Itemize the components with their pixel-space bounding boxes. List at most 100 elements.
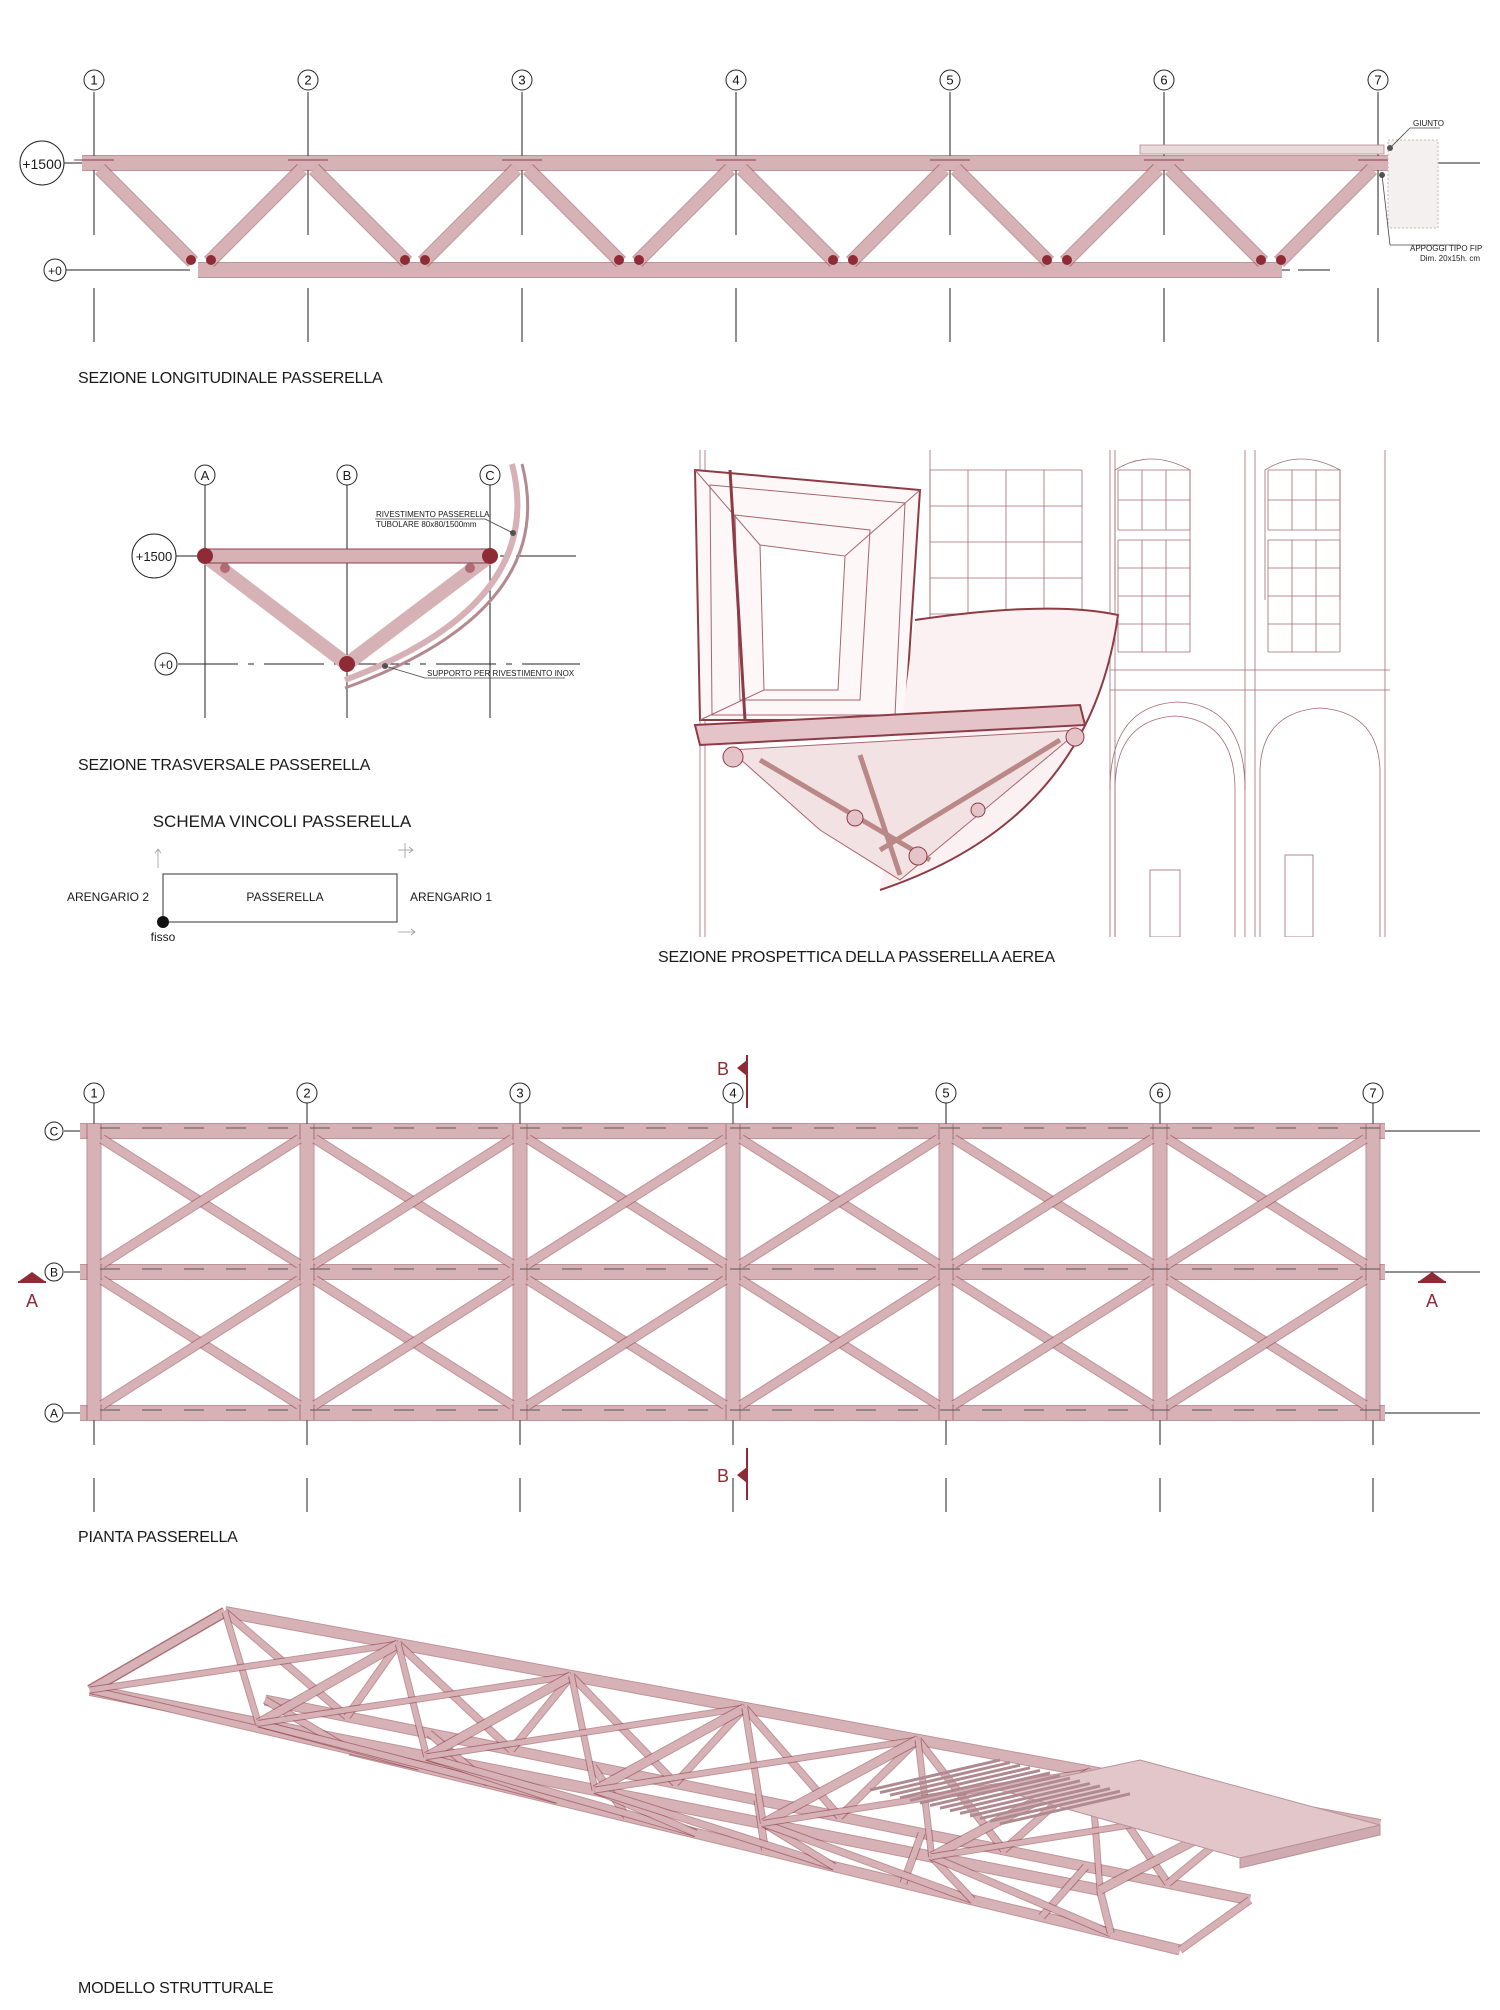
plan-brace bbox=[738, 1275, 941, 1410]
model-plan-brace bbox=[89, 1640, 399, 1694]
svg-text:A: A bbox=[26, 1291, 38, 1311]
model-plan-brace bbox=[257, 1672, 573, 1727]
model-plan-brace bbox=[594, 1736, 919, 1794]
plan-brace bbox=[1165, 1134, 1368, 1269]
long-joint bbox=[1042, 255, 1052, 265]
svg-text:+1500: +1500 bbox=[136, 549, 173, 564]
long-axis-bubble-3: 3 bbox=[511, 69, 533, 91]
level-marker-bottom: +0 bbox=[43, 258, 190, 282]
plan-axis-bubble-1: 1 bbox=[83, 1082, 105, 1104]
transverse-section: A B C +1500 +0 RIVESTIMENTO PASSERELLA T… bbox=[78, 463, 580, 774]
note-cladding-1: RIVESTIMENTO PASSERELLA bbox=[376, 510, 490, 519]
plan-brace bbox=[99, 1275, 302, 1410]
plan-axis-bubble-6: 6 bbox=[1149, 1082, 1171, 1104]
plan-axis-bubble-4-label: 4 bbox=[729, 1086, 736, 1101]
model-diagonal bbox=[761, 1819, 974, 1904]
long-joint bbox=[400, 255, 410, 265]
plan-axis-bubble-1-label: 1 bbox=[90, 1086, 97, 1101]
svg-text:+0: +0 bbox=[159, 658, 173, 672]
plan-row-bubble-A: A bbox=[44, 1403, 64, 1423]
long-joint bbox=[420, 255, 430, 265]
long-joint bbox=[614, 255, 624, 265]
model-cross-beam bbox=[255, 1639, 401, 1728]
deck-slats bbox=[869, 1758, 1131, 1826]
structural-model: MODELLO STRUTTURALE bbox=[78, 1606, 1382, 1997]
perspective-section bbox=[693, 450, 1390, 937]
long-axis-bubble-2-label: 2 bbox=[304, 73, 311, 88]
plan-row-bubble-C: C bbox=[44, 1121, 64, 1141]
transverse-axis-bubble-b: B bbox=[336, 464, 358, 486]
window-grid bbox=[1117, 539, 1191, 653]
constraint-left-label: ARENGARIO 2 bbox=[67, 890, 149, 904]
bridge-box bbox=[693, 468, 1120, 891]
deck-slat bbox=[959, 1781, 1091, 1815]
caption-plan: PIANTA PASSERELLA bbox=[78, 1529, 238, 1546]
plan-axis-bubble-5: 5 bbox=[935, 1082, 957, 1104]
deck-slat bbox=[949, 1779, 1081, 1813]
window-grid bbox=[1117, 469, 1191, 531]
long-joint bbox=[634, 255, 644, 265]
long-diagonal-11 bbox=[1165, 164, 1268, 267]
model-diagonal bbox=[930, 1852, 1113, 1938]
plan-brace bbox=[99, 1134, 302, 1269]
plan-row-bubble-B-label: B bbox=[50, 1265, 58, 1279]
note-cladding-2: TUBOLARE 80x80/1500mm bbox=[376, 520, 477, 529]
plan-row-bubble-C-label: C bbox=[50, 1124, 59, 1138]
deck-slat bbox=[879, 1761, 1011, 1795]
long-diagonal-1 bbox=[95, 164, 198, 267]
plan-brace bbox=[312, 1134, 515, 1269]
model-plan-brace bbox=[426, 1704, 746, 1761]
transverse-level-bottom: +0 bbox=[154, 652, 178, 676]
deck-slat bbox=[919, 1771, 1051, 1805]
long-axis-bubble-7-label: 7 bbox=[1374, 73, 1381, 88]
plan-axis-bubble-6-label: 6 bbox=[1156, 1086, 1163, 1101]
model-bottom-cross bbox=[1177, 1896, 1253, 1954]
long-axis-bubble-7: 7 bbox=[1367, 69, 1389, 91]
longitudinal-truss-members bbox=[74, 155, 1398, 278]
level-marker-top: +1500 bbox=[19, 140, 82, 186]
long-joint bbox=[1256, 255, 1266, 265]
long-axis-bubble-4-label: 4 bbox=[732, 73, 739, 88]
plan-axis-bubble-7-label: 7 bbox=[1369, 1086, 1376, 1101]
movement-arrows bbox=[154, 843, 416, 936]
long-diagonal-10 bbox=[1060, 164, 1163, 267]
constraint-scheme-title: SCHEMA VINCOLI PASSERELLA bbox=[153, 812, 412, 831]
note-joint: GIUNTO bbox=[1413, 119, 1444, 128]
note-bearing-2: Dim. 20x15h. cm bbox=[1420, 254, 1480, 263]
fixed-label: fisso bbox=[151, 930, 176, 944]
plan-brace bbox=[312, 1275, 515, 1410]
long-joint bbox=[186, 255, 196, 265]
model-cross-beam bbox=[424, 1671, 574, 1762]
level-top-label: +1500 bbox=[22, 156, 62, 172]
plan-row-bubble-B: B bbox=[44, 1262, 64, 1282]
plan-truss-members bbox=[80, 1123, 1385, 1421]
long-joint bbox=[828, 255, 838, 265]
plan-axis-bubble-3-label: 3 bbox=[516, 1086, 523, 1101]
deck-slat bbox=[889, 1763, 1021, 1797]
model-diagonal bbox=[836, 1736, 921, 1820]
model-diagonal bbox=[222, 1608, 350, 1720]
model-diagonal bbox=[343, 1641, 402, 1719]
long-joint bbox=[1276, 255, 1286, 265]
long-diagonal-6 bbox=[632, 164, 735, 267]
plan-brace bbox=[951, 1275, 1155, 1410]
long-axis-bubble-6-label: 6 bbox=[1160, 73, 1167, 88]
deck-slat bbox=[869, 1758, 1001, 1792]
long-diagonal-7 bbox=[737, 164, 840, 267]
plan-axis-bubble-3: 3 bbox=[509, 1082, 531, 1104]
long-diagonal-9 bbox=[951, 164, 1054, 267]
long-joint bbox=[206, 255, 216, 265]
long-axis-bubble-3-label: 3 bbox=[518, 73, 525, 88]
long-diagonal-2 bbox=[204, 164, 307, 267]
plan-axis-bubble-4: 4 bbox=[722, 1082, 744, 1104]
svg-text:B: B bbox=[717, 1466, 729, 1486]
caption-perspective-section: SEZIONE PROSPETTICA DELLA PASSERELLA AER… bbox=[658, 949, 1055, 966]
window-grid bbox=[1267, 469, 1341, 531]
plan-axis-bubble-7: 7 bbox=[1362, 1082, 1384, 1104]
svg-text:A: A bbox=[1426, 1291, 1438, 1311]
long-axis-bubble-4: 4 bbox=[725, 69, 747, 91]
